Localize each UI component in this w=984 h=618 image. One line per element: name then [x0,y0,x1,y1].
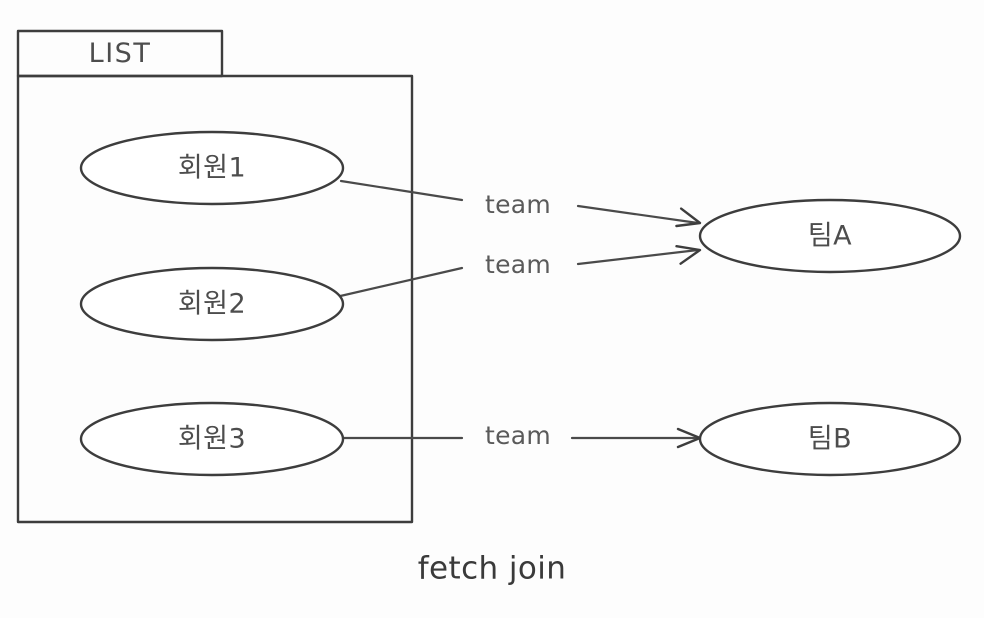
node-label: 회원1 [178,153,246,184]
node-member1[interactable]: 회원1 [79,130,345,206]
edge-member2-teamA [334,245,702,299]
edge-label: team [485,190,551,219]
diagram-caption: fetch join [418,551,567,587]
node-ellipse [79,266,345,342]
package-tab-outline [16,29,224,78]
edge-labels-layer: team team team [485,190,551,450]
arrow-head-icon [675,245,702,265]
node-member2[interactable]: 회원2 [79,266,345,342]
node-label: 팀B [808,424,852,455]
node-teamA[interactable]: 팀A [698,198,962,274]
node-label: 회원2 [178,289,246,320]
node-teamB[interactable]: 팀B [698,401,962,477]
package-name-label: LIST [89,38,152,69]
edge-head-segment [576,248,700,266]
node-member3[interactable]: 회원3 [79,401,345,477]
node-label: 팀A [808,221,852,252]
arrow-head-icon [675,207,702,228]
edge-label: team [485,250,551,279]
node-label: 회원3 [178,424,246,455]
package-list: LIST [16,29,414,524]
node-ellipse [79,130,345,206]
node-ellipse [698,198,962,274]
node-ellipse [79,401,345,477]
edge-tail-segment [334,266,464,299]
edge-head-segment [576,204,700,225]
edges-layer [334,179,702,449]
node-ellipse [698,401,962,477]
edge-tail-segment [339,179,464,202]
edge-member1-teamA [339,179,702,228]
edge-label: team [485,421,551,450]
nodes-layer: 회원1 회원2 회원3 팀A 팀B [79,130,962,477]
